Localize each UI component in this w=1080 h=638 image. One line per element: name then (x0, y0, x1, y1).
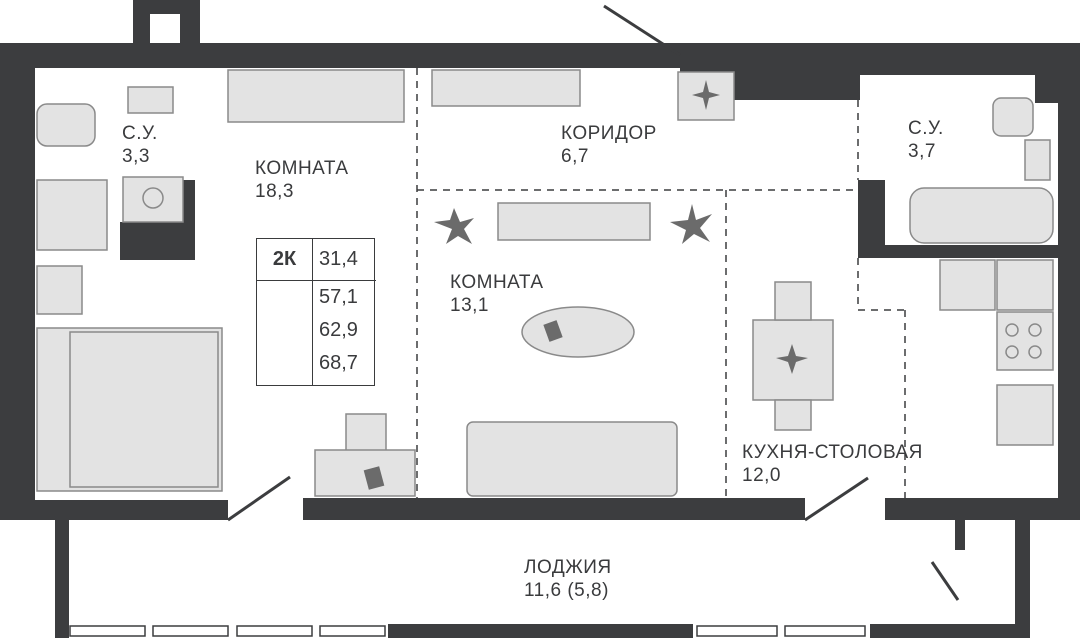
decor-items (363, 80, 808, 490)
total-area-3: 68,7 (319, 352, 358, 374)
living-area: 31,4 (313, 239, 376, 281)
total-area-1: 57,1 (319, 286, 358, 308)
door-swings (227, 4, 960, 601)
room-label-bathroom-2: С.У.3,7 (908, 118, 944, 162)
window-frames (69, 625, 866, 637)
info-empty-cell (257, 281, 313, 386)
total-area-2: 62,9 (319, 319, 358, 341)
furniture (36, 69, 1054, 497)
apartment-type: 2К (257, 239, 313, 281)
apartment-info-table: 2К 31,4 57,1 62,9 68,7 (256, 238, 376, 386)
zone-dividers (416, 68, 906, 498)
room-label-bathroom-1: С.У.3,3 (122, 123, 158, 167)
